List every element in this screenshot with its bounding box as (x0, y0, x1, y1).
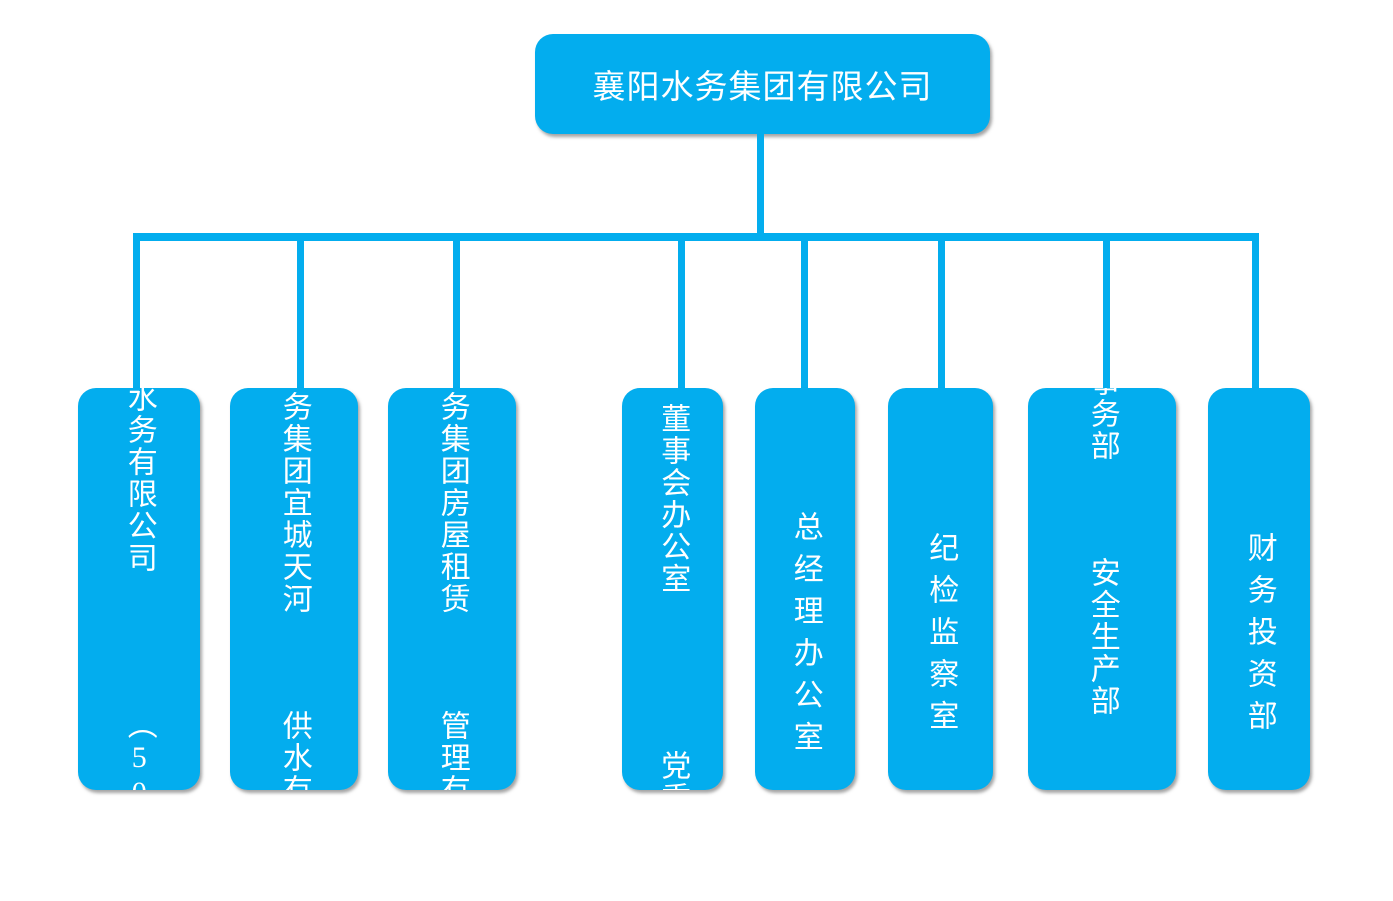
org-node-jijian-jianchashi[interactable]: 纪检监察室 (888, 388, 993, 790)
org-node-text-columns: 襄阳水务集团房屋租赁 管理有限公司 (435, 388, 469, 790)
org-node-text-column-2: （50%股权） (122, 709, 156, 790)
org-node-text-column-1: 襄阳水务集团房屋租赁 (435, 388, 469, 615)
org-node-yicheng-tianhe[interactable]: 襄阳水务集团宜城天河 供水有限公司 (230, 388, 358, 790)
org-node-text-column-1: 襄阳水务集团宜城天河 (277, 388, 311, 615)
org-node-text-columns: 襄阳中环水务有限公司 （50%股权） (122, 388, 156, 790)
org-node-text-columns: 襄阳水务集团宜城天河 供水有限公司 (277, 388, 311, 790)
org-node-zongjingli-bangongshi[interactable]: 总经理办公室 (755, 388, 855, 790)
org-node-text-column-1: 董事会办公室 (656, 403, 690, 595)
connector-drop-3 (453, 238, 460, 390)
connector-drop-7 (1103, 238, 1110, 390)
org-node-text-columns: 法律事务部 安全生产部 企业管理部 (1085, 388, 1119, 790)
org-node-fangwu-zulin[interactable]: 襄阳水务集团房屋租赁 管理有限公司 (388, 388, 516, 790)
connector-drop-5 (801, 238, 808, 390)
org-node-caiwu-touzibu[interactable]: 财务投资部 (1208, 388, 1310, 790)
org-node-text-columns: 董事会办公室 党委办公室 (656, 388, 690, 790)
connector-horizontal-bus (133, 233, 1259, 241)
org-node-text-columns: 财务投资部 (1242, 388, 1276, 790)
org-node-xiangyang-zhonghuan[interactable]: 襄阳中环水务有限公司 （50%股权） (78, 388, 200, 790)
org-node-text-column-1: 财务投资部 (1242, 531, 1276, 742)
org-node-text-column-2: 安全生产部 (1085, 556, 1119, 717)
connector-drop-2 (297, 238, 304, 390)
org-node-text-columns: 纪检监察室 (924, 388, 958, 790)
org-node-text-column-1: 襄阳中环水务有限公司 (122, 388, 156, 574)
org-node-text-column-1: 纪检监察室 (924, 531, 958, 742)
org-node-text-column-2: 供水有限公司 (277, 710, 311, 791)
org-node-root[interactable]: 襄阳水务集团有限公司 (535, 34, 990, 134)
org-node-text-column-2: 党委办公室 (656, 750, 689, 790)
org-node-root-label: 襄阳水务集团有限公司 (592, 70, 933, 106)
org-node-text-column-2: 管理有限公司 (435, 710, 469, 791)
connector-drop-6 (938, 238, 945, 390)
org-node-text-columns: 总经理办公室 (788, 388, 822, 790)
connector-root-stem (757, 133, 764, 240)
connector-drop-4 (678, 238, 685, 390)
connector-drop-1 (133, 238, 140, 390)
connector-drop-8 (1252, 238, 1259, 390)
org-node-text-column-1: 总经理办公室 (788, 510, 822, 763)
org-node-text-column-1: 法律事务部 (1085, 388, 1119, 462)
org-node-dongshihui-dangwei[interactable]: 董事会办公室 党委办公室 (622, 388, 723, 790)
org-node-falv-anquan-qiye[interactable]: 法律事务部 安全生产部 企业管理部 (1028, 388, 1176, 790)
